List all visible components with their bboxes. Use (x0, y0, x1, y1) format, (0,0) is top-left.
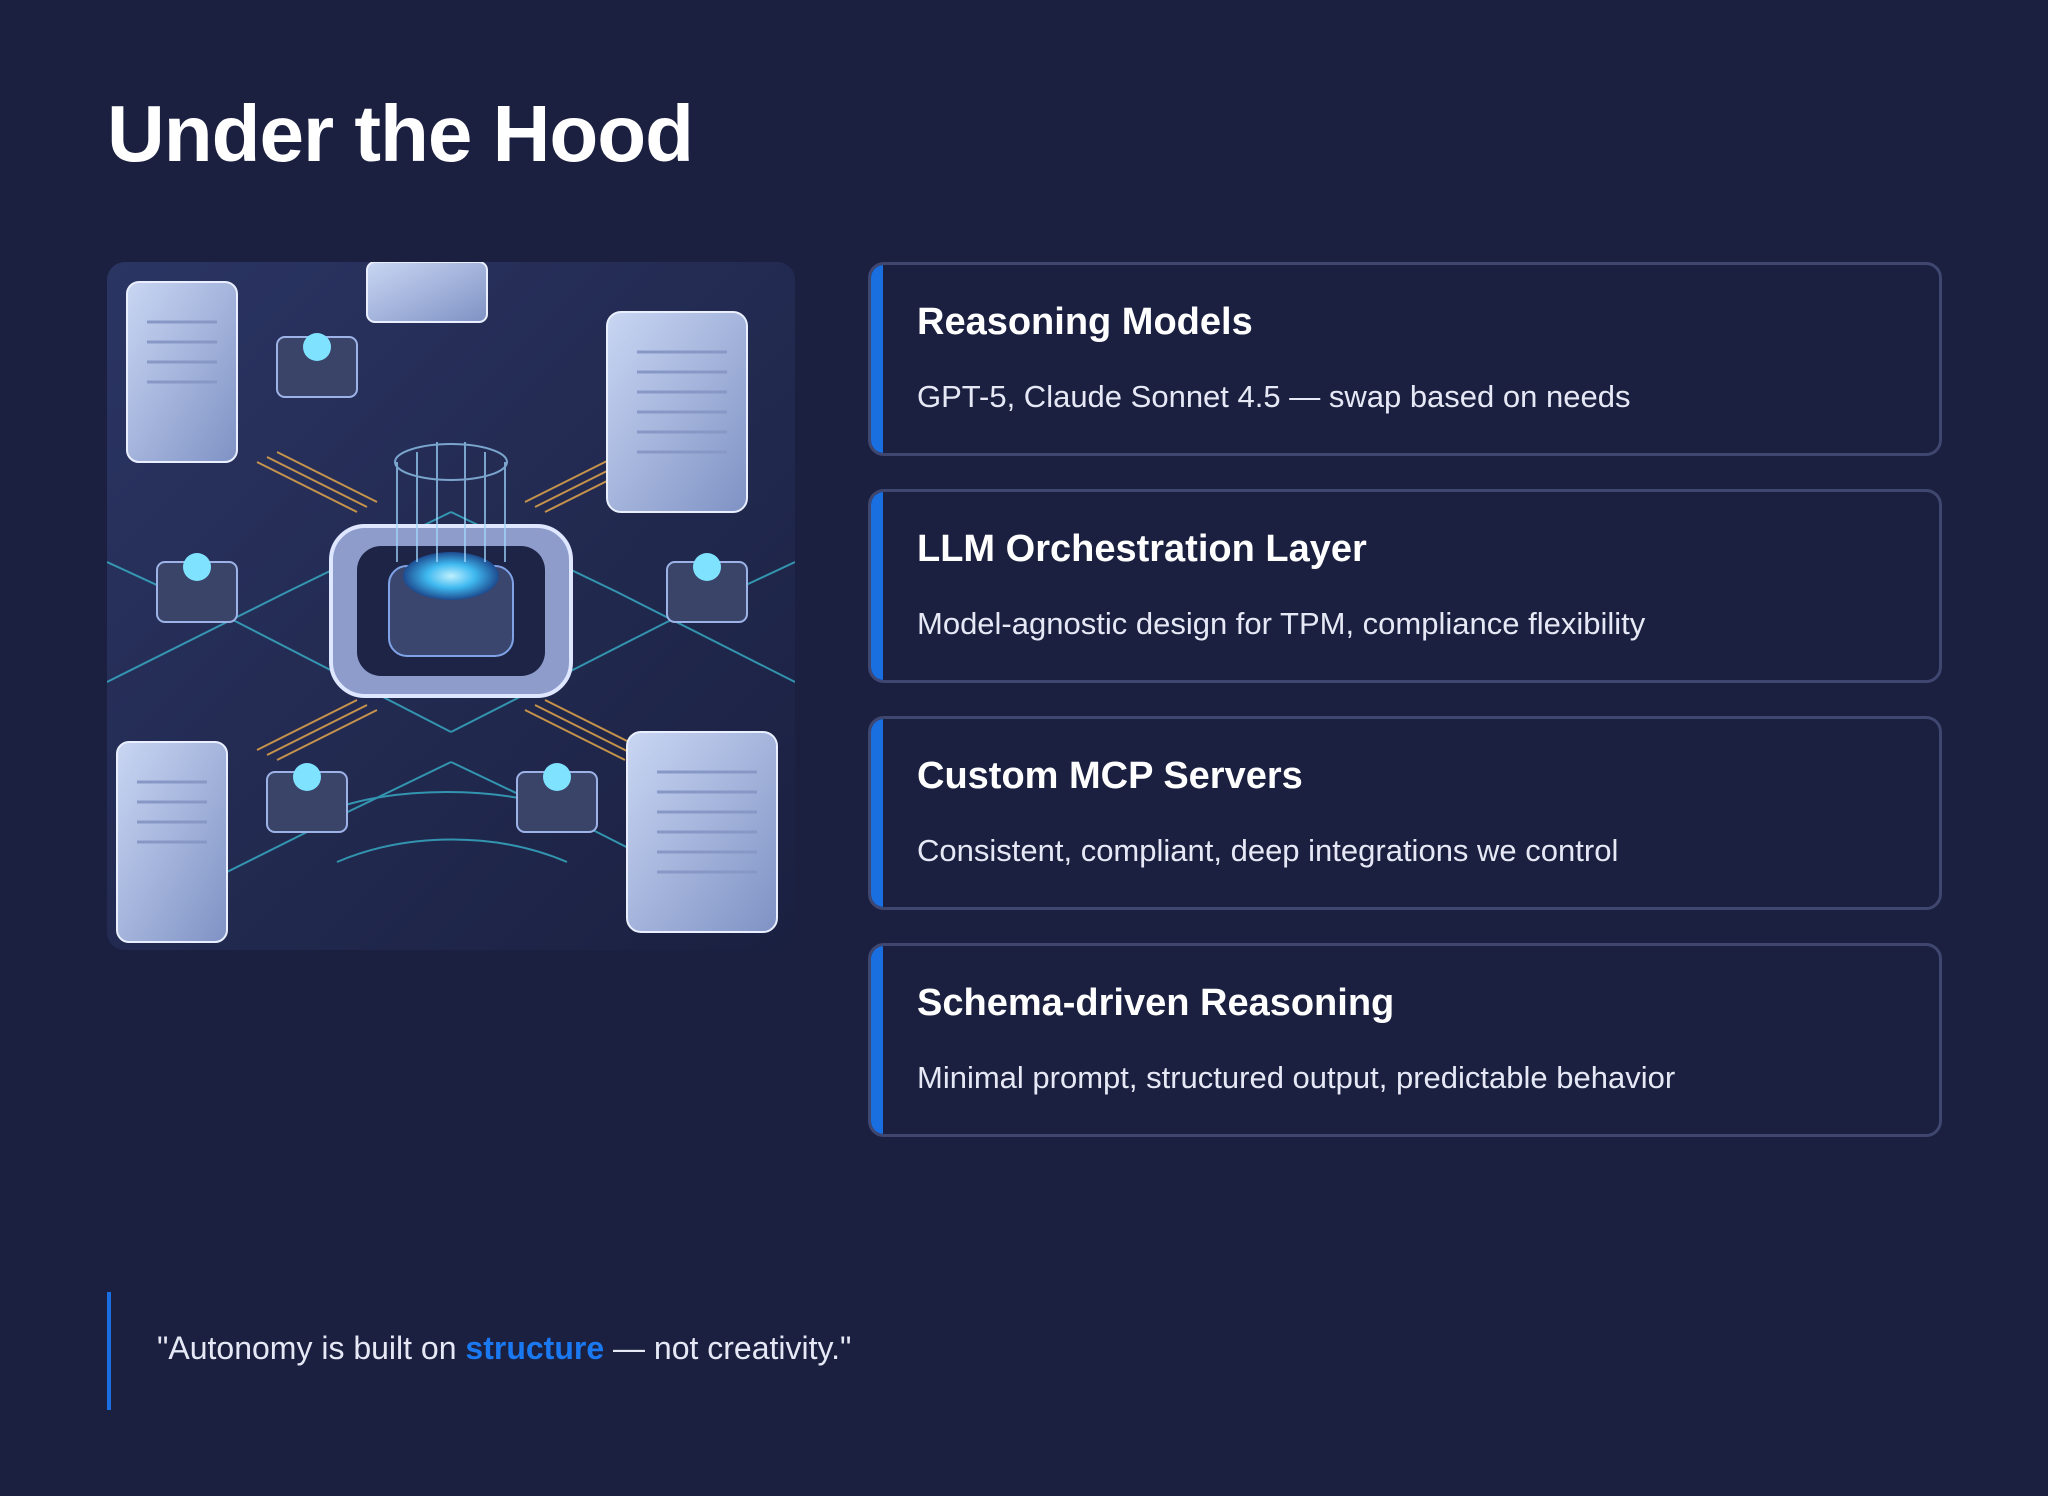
quote-text-before: "Autonomy is built on (157, 1330, 466, 1366)
quote-text-after: — not creativity." (604, 1330, 852, 1366)
card-title: Custom MCP Servers (917, 755, 1303, 797)
quote-block: "Autonomy is built on structure — not cr… (107, 1292, 1007, 1410)
feature-card-list: Reasoning Models GPT-5, Claude Sonnet 4.… (868, 262, 1942, 1170)
card-title: Schema-driven Reasoning (917, 982, 1395, 1024)
slide-title: Under the Hood (107, 89, 694, 178)
card-description: Consistent, compliant, deep integrations… (917, 833, 1619, 868)
card-description: GPT-5, Claude Sonnet 4.5 — swap based on… (917, 379, 1631, 414)
card-accent-bar (871, 946, 883, 1134)
feature-card-custom-mcp-servers: Custom MCP Servers Consistent, compliant… (868, 716, 1942, 910)
card-description: Minimal prompt, structured output, predi… (917, 1060, 1676, 1095)
feature-card-reasoning-models: Reasoning Models GPT-5, Claude Sonnet 4.… (868, 262, 1942, 456)
card-accent-bar (871, 492, 883, 680)
quote-text: "Autonomy is built on structure — not cr… (157, 1330, 851, 1367)
card-description: Model-agnostic design for TPM, complianc… (917, 606, 1646, 641)
quote-highlight: structure (465, 1330, 605, 1366)
card-title: Reasoning Models (917, 301, 1253, 343)
card-accent-bar (871, 265, 883, 453)
card-accent-bar (871, 719, 883, 907)
card-title: LLM Orchestration Layer (917, 528, 1367, 570)
hero-image-server-network (107, 262, 795, 950)
feature-card-schema-driven-reasoning: Schema-driven Reasoning Minimal prompt, … (868, 943, 1942, 1137)
feature-card-llm-orchestration: LLM Orchestration Layer Model-agnostic d… (868, 489, 1942, 683)
